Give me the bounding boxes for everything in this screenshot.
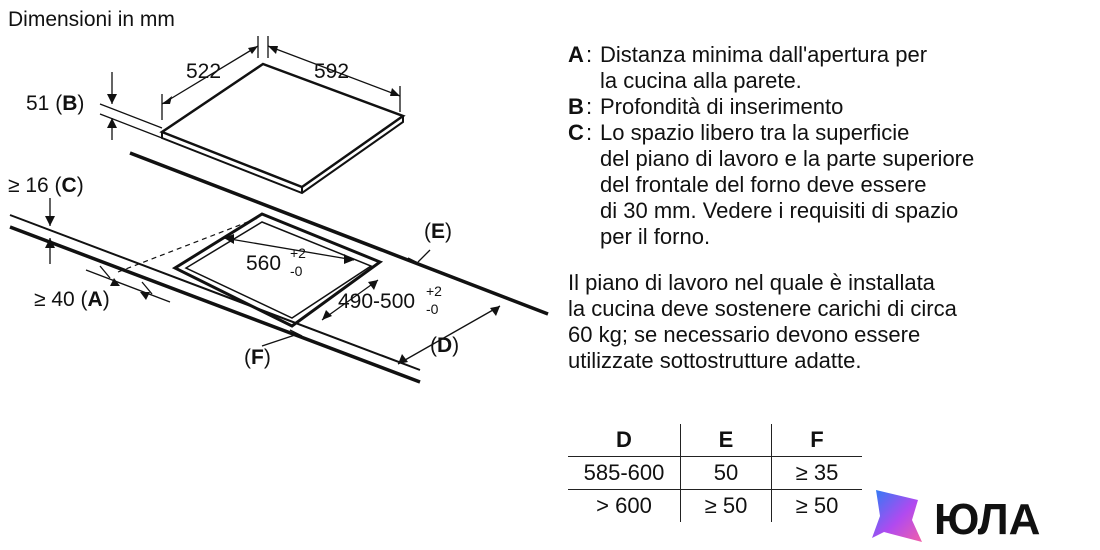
- table-cell: ≥ 35: [771, 456, 862, 490]
- legend-key: B: [568, 94, 584, 119]
- legend-line: di 30 mm. Vedere i requisiti di spazio: [600, 198, 959, 223]
- legend-key: A: [568, 42, 584, 67]
- table-cell: ≥ 50: [680, 489, 772, 522]
- legend-line: per il forno.: [600, 224, 711, 249]
- legend-key: C: [568, 120, 584, 145]
- table-cell: > 600: [568, 489, 681, 522]
- dim-cutout-depth-label: 490-500: [338, 290, 415, 313]
- cutout-drawing: [171, 212, 384, 328]
- dim-b-label: 51 (B): [26, 92, 84, 115]
- table-header: E: [680, 424, 772, 457]
- legend-line: la cucina alla parete.: [600, 68, 802, 93]
- table-header: F: [771, 424, 862, 457]
- note-line: Il piano di lavoro nel quale è installat…: [568, 270, 935, 295]
- dimension-lines: [49, 36, 501, 365]
- dim-cutout-depth-plus: +2: [426, 283, 442, 299]
- dim-cutout-depth-minus: -0: [426, 301, 439, 317]
- table-cell: 50: [680, 456, 772, 490]
- legend-line: del frontale del forno deve essere: [600, 172, 927, 197]
- dim-cutout-width-plus: +2: [290, 245, 306, 261]
- hob-drawing: [159, 62, 406, 195]
- logo-text: ЮЛА: [934, 495, 1040, 544]
- star-icon: [872, 490, 922, 542]
- table-row: 585-600 50 ≥ 35: [568, 456, 862, 490]
- legend-line: Lo spazio libero tra la superficie: [600, 120, 910, 145]
- load-note: Il piano di lavoro nel quale è installat…: [568, 270, 1088, 374]
- worktop-drawing: [9, 151, 549, 384]
- dim-depth-label: 592: [314, 60, 349, 83]
- table-header: D: [616, 427, 632, 452]
- legend-item-a: A: Distanza minima dall'apertura per la …: [568, 42, 928, 93]
- installation-diagram: Dimensioni in mm: [8, 8, 549, 384]
- table-cell: ≥ 50: [771, 489, 862, 522]
- dim-f-label: (F): [244, 346, 271, 369]
- table-cell: 585-600: [568, 456, 681, 490]
- dim-cutout-width-label: 560: [246, 252, 281, 275]
- arrowheads: [45, 46, 500, 364]
- diagram-title: Dimensioni in mm: [8, 8, 175, 31]
- dim-e-label: (E): [424, 220, 452, 243]
- dim-c-label: ≥ 16 (C): [8, 174, 84, 197]
- spec-table: D E F 585-600 50 ≥ 35 > 600 ≥ 50 ≥ 50: [568, 424, 862, 522]
- legend-line: Distanza minima dall'apertura per: [600, 42, 928, 67]
- dim-d-label: (D): [430, 334, 459, 357]
- legend-item-b: B: Profondità di inserimento: [568, 94, 844, 119]
- table-row: > 600 ≥ 50 ≥ 50: [568, 489, 862, 522]
- yula-logo: ЮЛА: [872, 490, 1040, 544]
- note-line: 60 kg; se necessario devono essere: [568, 322, 921, 347]
- legend-line: del piano di lavoro e la parte superiore: [600, 146, 975, 171]
- note-line: la cucina deve sostenere carichi di circ…: [568, 296, 957, 321]
- dim-cutout-width-minus: -0: [290, 263, 303, 279]
- legend-item-c: C: Lo spazio libero tra la superficie de…: [568, 120, 975, 249]
- table-header-row: D E F: [568, 424, 862, 457]
- dim-a-label: ≥ 40 (A): [34, 288, 110, 311]
- dim-width-label: 522: [186, 60, 221, 83]
- note-line: utilizzate sottostrutture adatte.: [568, 348, 862, 373]
- legend-line: Profondità di inserimento: [600, 94, 844, 119]
- legend: A: Distanza minima dall'apertura per la …: [568, 42, 1088, 250]
